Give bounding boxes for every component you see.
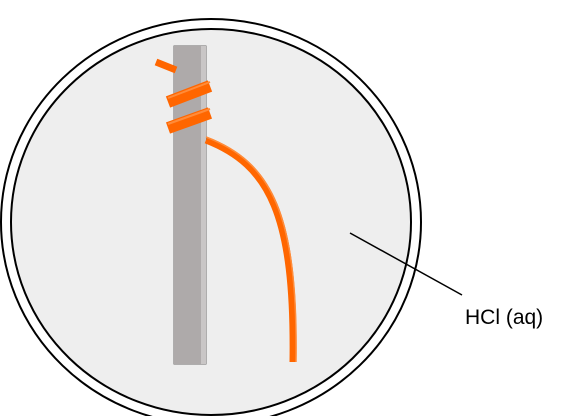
label-leader-line [349,232,463,296]
copper-wire-coil-lower [165,107,213,134]
copper-wire [154,58,297,363]
dish-liquid [10,28,412,416]
hcl-label: HCl (aq) [465,306,543,329]
copper-wire-tail [204,136,297,363]
copper-wire-coil-upper [165,80,213,108]
copper-wire-top-end [154,58,178,74]
metal-strip [173,45,207,365]
